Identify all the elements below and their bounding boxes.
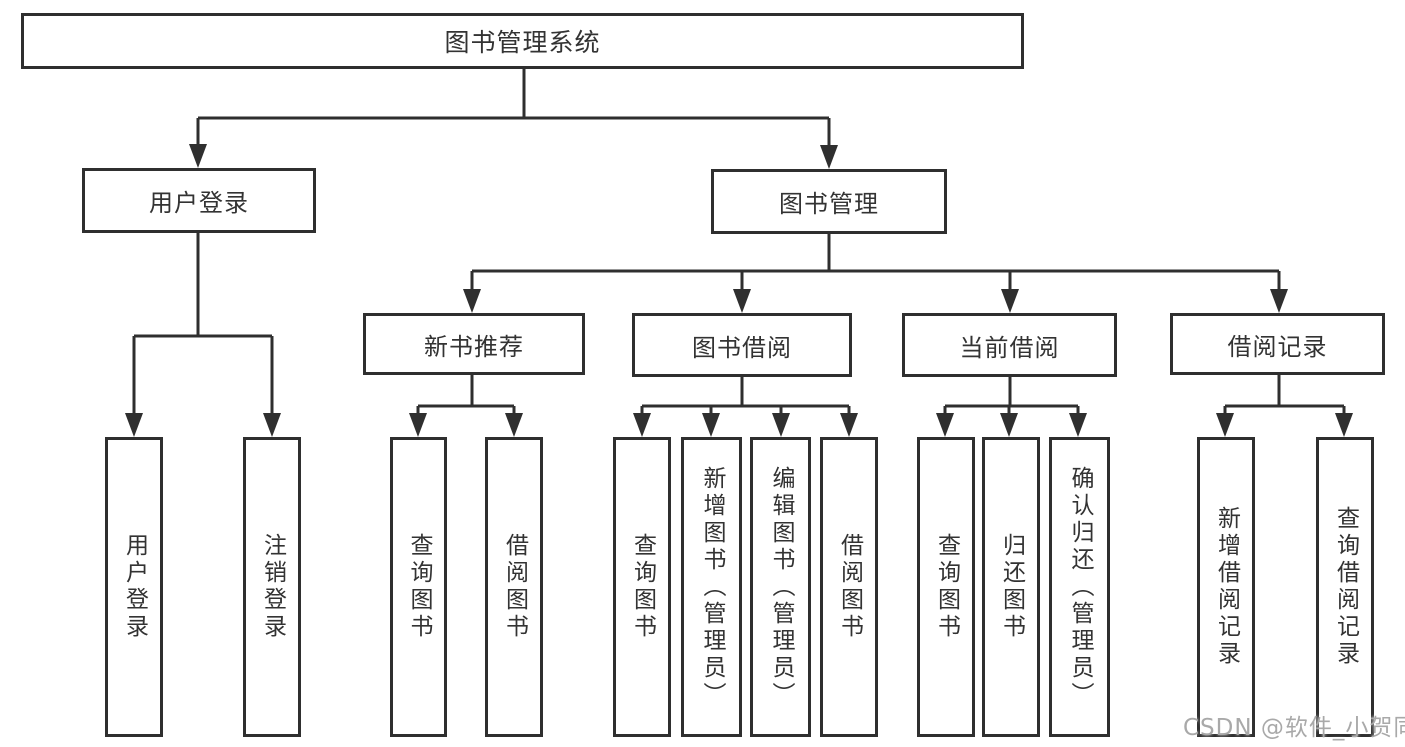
leaf-label: 借阅图书 bbox=[501, 533, 528, 641]
csdn-watermark: CSDN @软件_小贺同学 bbox=[1183, 715, 1405, 741]
connector-userlogin-to-leaves bbox=[132, 233, 274, 416]
leaf-label: 用户登录 bbox=[121, 533, 148, 641]
leaf-query-borrow-record: 查询借阅记录 bbox=[1316, 437, 1374, 737]
arrowhead-down bbox=[772, 413, 790, 437]
connector-current-to-leaves bbox=[943, 377, 1080, 416]
leaf-label: 编辑图书（管理员） bbox=[768, 465, 794, 709]
leaf-borrow-books: 借阅图书 bbox=[820, 437, 878, 737]
connector-root-to-level2 bbox=[196, 69, 831, 146]
arrowhead-down bbox=[1335, 413, 1353, 437]
connector-bookmgmt-to-level3 bbox=[470, 234, 1281, 292]
leaf-label: 查询借阅记录 bbox=[1332, 506, 1359, 668]
arrowhead-down bbox=[189, 144, 207, 168]
node-book-management: 图书管理 bbox=[711, 169, 947, 234]
node-library-system: 图书管理系统 bbox=[21, 13, 1024, 69]
leaf-confirm-return-admin: 确认归还（管理员） bbox=[1049, 437, 1110, 737]
connector-records-to-leaves bbox=[1223, 375, 1346, 416]
leaf-query-books-recommend: 查询图书 bbox=[390, 437, 447, 737]
leaf-label: 借阅图书 bbox=[836, 533, 863, 641]
leaf-user-login: 用户登录 bbox=[105, 437, 163, 737]
leaf-label: 查询图书 bbox=[933, 533, 960, 641]
arrowhead-down bbox=[702, 413, 720, 437]
node-new-book-recommend: 新书推荐 bbox=[363, 313, 585, 375]
arrowhead-down bbox=[1270, 289, 1288, 313]
arrowhead-down bbox=[409, 413, 427, 437]
connector-borrowing-to-leaves bbox=[640, 377, 851, 416]
node-borrowing-records: 借阅记录 bbox=[1170, 313, 1385, 375]
arrowhead-down bbox=[733, 289, 751, 313]
leaf-query-books-borrowing: 查询图书 bbox=[613, 437, 671, 737]
leaf-label: 查询图书 bbox=[406, 533, 432, 641]
arrowhead-down bbox=[505, 413, 523, 437]
arrowhead-down bbox=[936, 413, 954, 437]
node-book-borrowing: 图书借阅 bbox=[632, 313, 852, 377]
arrowhead-down bbox=[463, 289, 481, 313]
arrowhead-down bbox=[1000, 413, 1018, 437]
leaf-logout: 注销登录 bbox=[243, 437, 301, 737]
leaf-query-books-current: 查询图书 bbox=[917, 437, 975, 737]
arrowhead-down bbox=[820, 145, 838, 169]
leaf-label: 新增图书（管理员） bbox=[699, 465, 725, 709]
arrowhead-down bbox=[840, 413, 858, 437]
leaf-label: 新增借阅记录 bbox=[1213, 506, 1240, 668]
leaf-label: 查询图书 bbox=[629, 533, 656, 641]
leaf-add-borrow-record: 新增借阅记录 bbox=[1197, 437, 1255, 737]
node-user-login: 用户登录 bbox=[82, 168, 316, 233]
arrowhead-down bbox=[1216, 413, 1234, 437]
leaf-return-books: 归还图书 bbox=[982, 437, 1040, 737]
arrowhead-down bbox=[1001, 289, 1019, 313]
node-current-borrowing: 当前借阅 bbox=[902, 313, 1117, 377]
arrowhead-down bbox=[633, 413, 651, 437]
arrowhead-down bbox=[263, 413, 281, 437]
connector-newbook-to-leaves bbox=[416, 375, 516, 416]
arrowhead-down bbox=[1069, 413, 1087, 437]
leaf-label: 归还图书 bbox=[998, 533, 1025, 641]
leaf-borrow-books-recommend: 借阅图书 bbox=[485, 437, 543, 737]
leaf-label: 注销登录 bbox=[259, 533, 286, 641]
leaf-label: 确认归还（管理员） bbox=[1067, 465, 1093, 709]
leaf-add-books-admin: 新增图书（管理员） bbox=[681, 437, 742, 737]
arrowhead-down bbox=[125, 413, 143, 437]
leaf-edit-books-admin: 编辑图书（管理员） bbox=[750, 437, 811, 737]
